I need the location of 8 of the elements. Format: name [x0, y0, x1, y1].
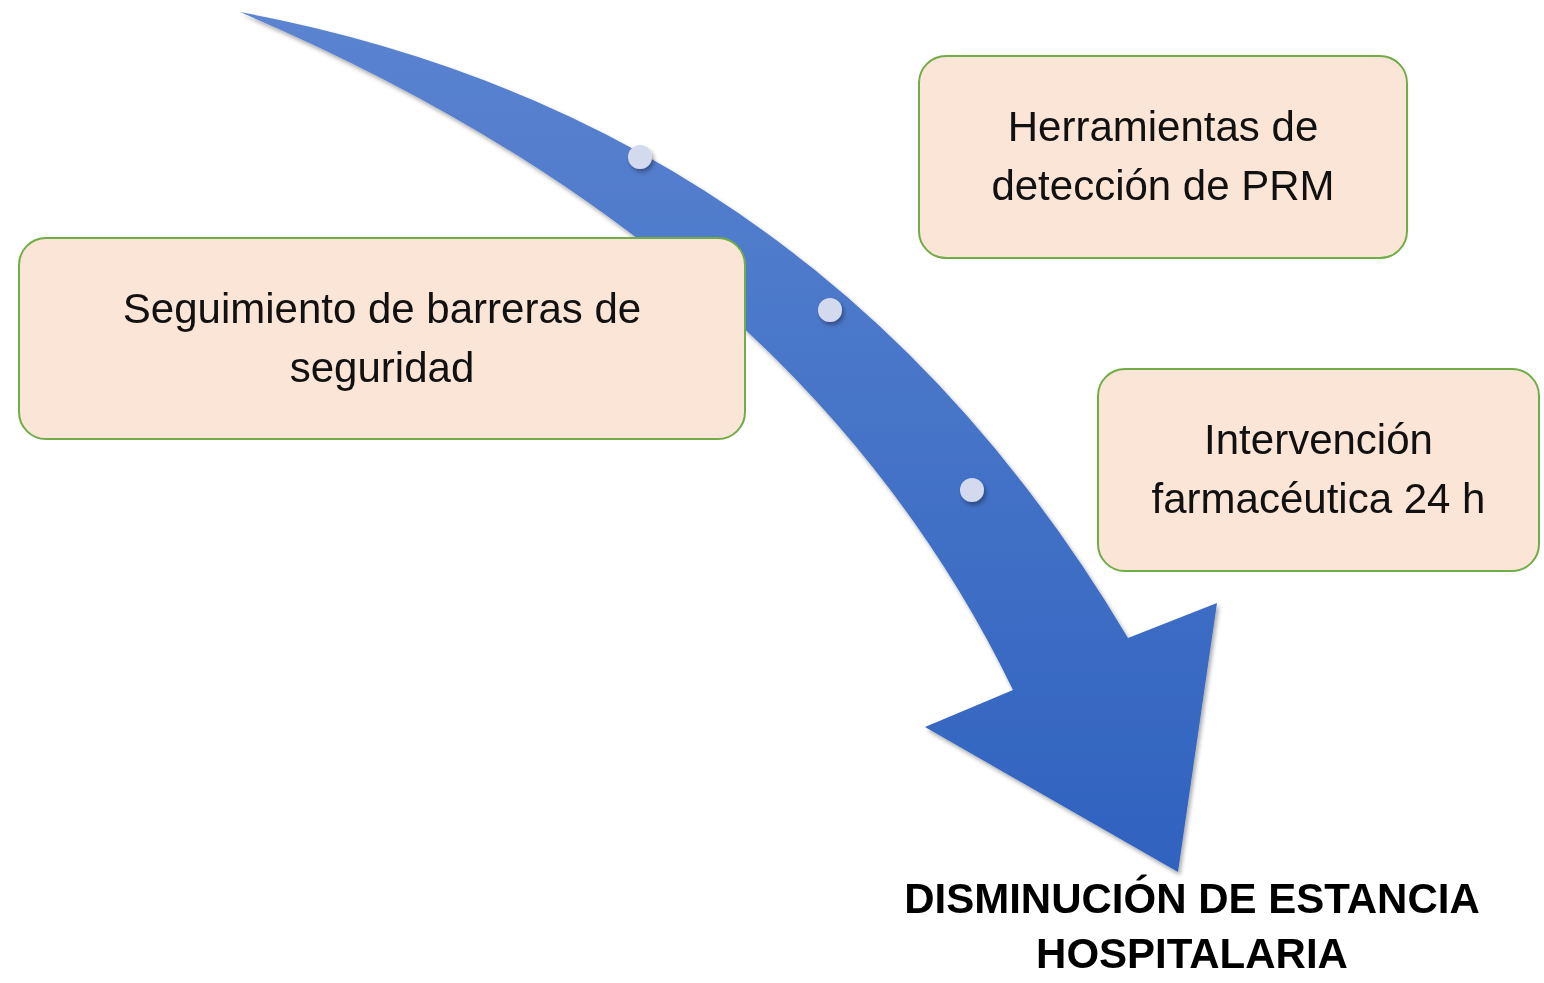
box-label: Seguimiento de barreras de seguridad: [121, 283, 643, 393]
box-label: Intervención farmacéutica 24 h: [1150, 415, 1487, 524]
rounded-box: [1097, 368, 1540, 572]
box-label: Herramientas de detección de PRM: [990, 102, 1336, 211]
curved-arrow: [240, 12, 1217, 872]
rounded-box: [18, 237, 746, 440]
rounded-box: [918, 55, 1408, 259]
outcome-label: DISMINUCIÓN DE ESTANCIA HOSPITALARIA: [903, 873, 1481, 979]
